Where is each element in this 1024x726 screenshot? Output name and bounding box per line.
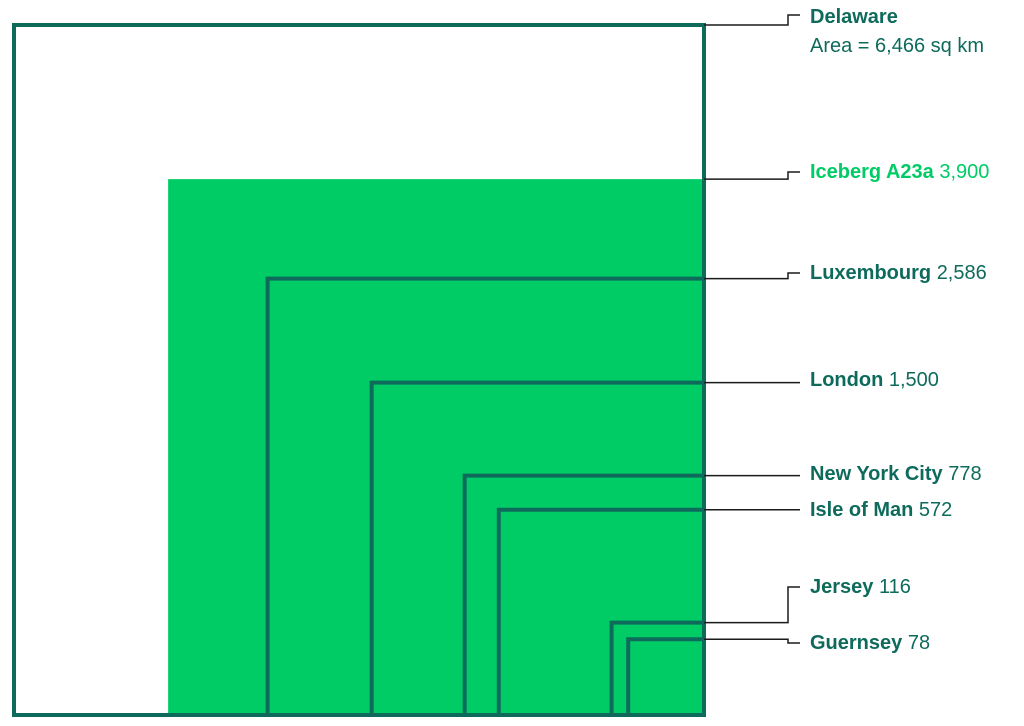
square-london: [369, 380, 704, 715]
square-isle-of-man: [496, 507, 704, 715]
square-luxembourg: [265, 276, 704, 715]
leader-line-iceberg-a23a: [704, 171, 800, 180]
leader-line-jersey: [704, 586, 800, 624]
square-jersey: [609, 620, 704, 715]
label-name-delaware: Delaware: [810, 6, 898, 28]
label-value-new-york-city: 778: [948, 463, 982, 485]
label-london: London 1,500: [810, 368, 939, 392]
leader-line-luxembourg: [704, 272, 800, 280]
label-jersey: Jersey 116: [810, 575, 911, 599]
square-new-york-city: [462, 473, 704, 715]
label-value-iceberg-a23a: 3,900: [939, 161, 990, 183]
label-name-jersey: Jersey: [810, 576, 874, 598]
label-name-new-york-city: New York City: [810, 463, 943, 485]
label-value-jersey: 116: [878, 576, 911, 598]
label-name-luxembourg: Luxembourg: [810, 262, 932, 284]
label-luxembourg: Luxembourg 2,586: [810, 261, 987, 285]
label-value-london: 1,500: [888, 369, 939, 391]
label-isle-of-man: Isle of Man 572: [810, 498, 952, 522]
label-guernsey: Guernsey 78: [810, 631, 930, 655]
label-name-isle-of-man: Isle of Man: [810, 499, 914, 521]
leader-line-delaware: [704, 14, 800, 26]
label-new-york-city: New York City 778: [810, 462, 982, 486]
label-name-london: London: [810, 369, 884, 391]
label-value-guernsey: 78: [907, 632, 931, 654]
label-value-isle-of-man: 572: [918, 499, 953, 521]
leader-line-guernsey: [704, 638, 800, 644]
label-name-iceberg-a23a: Iceberg A23a: [810, 161, 934, 183]
label-value-luxembourg: 2,586: [936, 262, 987, 284]
square-iceberg-a23a: [168, 179, 704, 715]
label-value-delaware: Area = 6,466 sq km: [810, 35, 984, 57]
label-iceberg-a23a: Iceberg A23a 3,900: [810, 160, 989, 184]
square-delaware: [12, 23, 706, 717]
label-name-guernsey: Guernsey: [810, 632, 903, 654]
square-guernsey: [626, 637, 704, 715]
